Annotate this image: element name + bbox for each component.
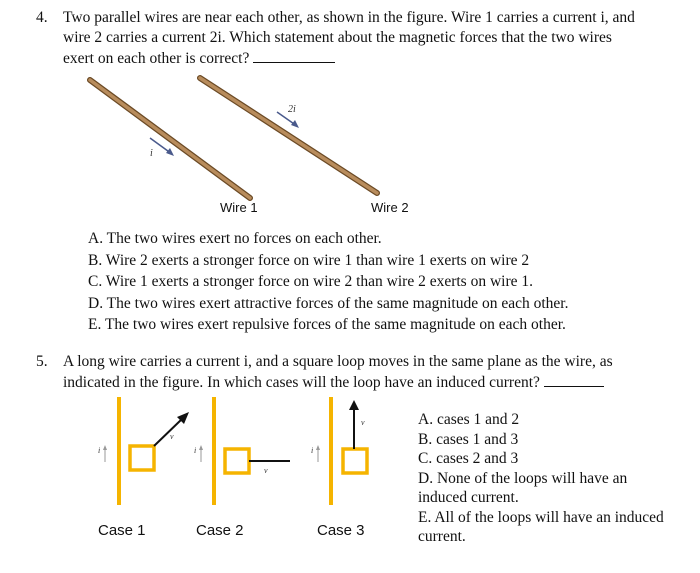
question-4-line-3: exert on each other is correct? <box>63 50 250 67</box>
case-3-current-label: i <box>311 446 314 455</box>
question-4-number: 4. <box>36 9 48 26</box>
case-2-loop <box>223 447 251 475</box>
option-4e: E. The two wires exert repulsive forces … <box>88 316 566 333</box>
answer-blank-5 <box>543 372 604 387</box>
case-2-diagram <box>199 397 290 505</box>
option-5e-continued: current. <box>418 528 466 545</box>
case-2-current-label: i <box>194 446 197 455</box>
case-1-velocity-label: v <box>170 432 174 441</box>
current-arrow-wire-2 <box>276 111 299 128</box>
case-1-diagram <box>103 397 189 505</box>
current-label-wire-1: i <box>150 148 153 159</box>
option-4a: A. The two wires exert no forces on each… <box>88 230 382 247</box>
option-5a: A. cases 1 and 2 <box>418 411 520 428</box>
option-5b: B. cases 1 and 3 <box>418 430 519 448</box>
option-4c: C. Wire 1 exerts a stronger force on wir… <box>88 273 533 290</box>
option-5e: E. All of the loops will have an induced <box>418 508 664 526</box>
question-5: 5. A long wire carries a current i, and … <box>36 352 696 392</box>
option-4b: B. Wire 2 exerts a stronger force on wir… <box>88 251 530 269</box>
case-2-velocity-label: v <box>264 466 268 475</box>
option-4d: D. The two wires exert attractive forces… <box>88 294 569 312</box>
current-label-wire-2: 2i <box>288 104 296 115</box>
wire-2-label: Wire 2 <box>371 200 409 215</box>
option-5c: C. cases 2 and 3 <box>418 450 519 467</box>
question-5-number: 5. <box>36 353 48 370</box>
option-5d: D. None of the loops will have an <box>418 469 628 487</box>
option-5d-continued: induced current. <box>418 489 519 506</box>
case-1-velocity-arrow <box>153 417 184 447</box>
current-arrow-wire-1 <box>149 137 174 156</box>
question-4-line-2: wire 2 carries a current 2i. Which state… <box>63 29 612 46</box>
question-5-line-2: indicated in the figure. In which cases … <box>63 374 540 391</box>
case-1-label: Case 1 <box>98 522 146 539</box>
question-5-stem: A long wire carries a current i, and a s… <box>63 352 613 393</box>
question-4: 4. Two parallel wires are near each othe… <box>36 8 696 68</box>
case-1-current-label: i <box>98 446 101 455</box>
question-4-stem: Two parallel wires are near each other, … <box>63 8 635 69</box>
case-3-velocity-label: v <box>361 418 365 427</box>
case-3-label: Case 3 <box>317 522 365 539</box>
question-4-options: A. The two wires exert no forces on each… <box>88 228 568 336</box>
case-1-loop <box>128 444 156 472</box>
wire-1-label: Wire 1 <box>220 200 258 215</box>
answer-blank-4 <box>253 48 336 63</box>
case-2-label: Case 2 <box>196 522 244 539</box>
question-5-line-1: A long wire carries a current i, and a s… <box>63 353 613 370</box>
question-5-options: A. cases 1 and 2 B. cases 1 and 3 C. cas… <box>418 410 698 547</box>
case-3-loop <box>341 447 369 475</box>
case-3-diagram <box>316 397 369 505</box>
question-4-line-1: Two parallel wires are near each other, … <box>63 9 635 26</box>
